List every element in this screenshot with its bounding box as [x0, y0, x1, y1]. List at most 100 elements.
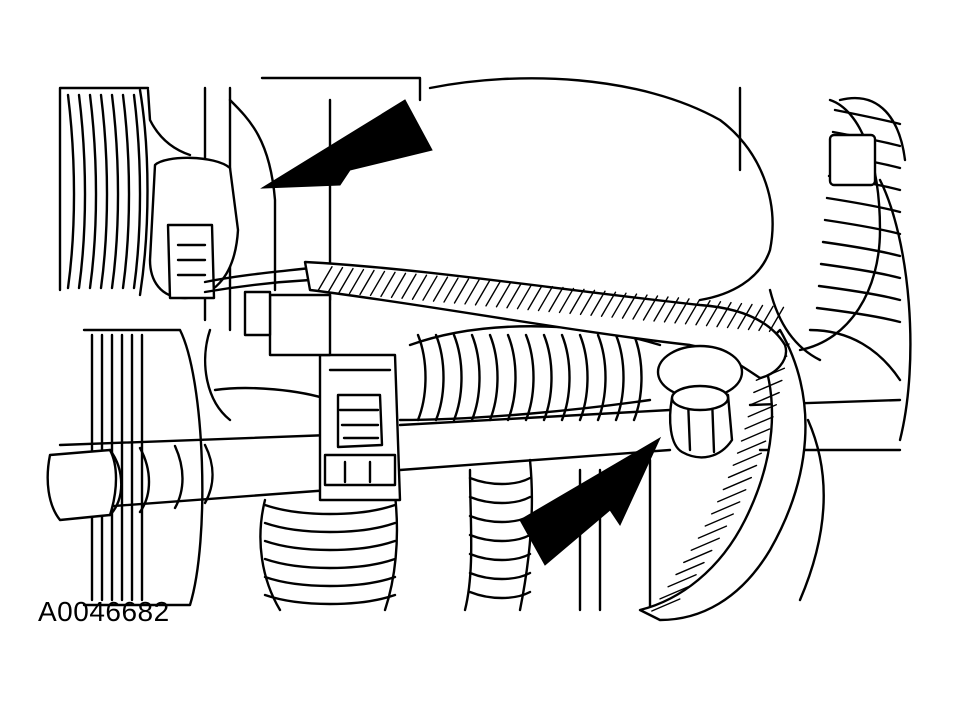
detail-line: [690, 537, 720, 551]
detail-line: [380, 271, 396, 298]
detail-line: [768, 306, 785, 333]
detail-line: [452, 333, 463, 422]
detail-line: [468, 476, 532, 486]
detail-line: [468, 590, 532, 600]
detail-line: [667, 574, 697, 588]
detail-line: [579, 289, 596, 316]
detail-line: [327, 266, 344, 293]
detail-line: [390, 272, 407, 299]
detail-line: [485, 281, 501, 307]
detail-line: [99, 93, 109, 290]
detail-line: [468, 552, 532, 562]
detail-line: [263, 575, 397, 588]
detail-line: [821, 240, 902, 258]
detail-line: [558, 287, 575, 314]
detail-line: [468, 571, 532, 581]
detail-line: [590, 290, 606, 316]
figure-label: A0046682: [38, 596, 170, 627]
detail-line: [736, 440, 767, 454]
detail-line: [653, 296, 669, 322]
detail-line: [744, 416, 774, 430]
detail-line: [621, 293, 638, 319]
detail-line: [659, 586, 689, 600]
detail-line: [506, 333, 517, 422]
detail-line: [722, 476, 753, 491]
detail-line: [411, 274, 428, 300]
detail-line: [726, 302, 743, 329]
detail-line: [683, 549, 713, 564]
detail-line: [711, 501, 741, 515]
detail-line: [359, 269, 375, 296]
connector: [146, 88, 240, 300]
detail-line: [263, 539, 397, 552]
detail-line: [263, 557, 397, 570]
detail-line: [468, 495, 532, 505]
detail-line: [516, 283, 533, 310]
detail-line: [537, 285, 554, 312]
detail-line: [338, 267, 354, 294]
detail-line: [488, 333, 499, 422]
detail-line: [684, 299, 701, 325]
middle-hose: [398, 325, 662, 422]
arrow-upper: [260, 99, 433, 189]
detail-line: [747, 304, 764, 331]
detail-line: [542, 333, 553, 422]
detail-line: [348, 268, 365, 295]
detail-line: [468, 533, 532, 543]
detail-line: [740, 428, 771, 442]
detail-line: [464, 279, 480, 305]
detail-line: [747, 404, 777, 418]
lower-left-hose: [259, 493, 399, 612]
detail-line: [263, 503, 397, 516]
detail-line: [737, 303, 753, 330]
detail-line: [506, 283, 522, 309]
detail-line: [416, 333, 427, 422]
center-bracket: [243, 290, 402, 502]
detail-line: [474, 280, 491, 306]
detail-line: [815, 306, 902, 324]
detail-line: [819, 262, 902, 280]
detail-line: [432, 276, 449, 302]
detail-line: [569, 288, 585, 315]
upper-right-hose: [768, 97, 907, 362]
engine-block: [203, 76, 912, 442]
detail-line: [110, 93, 120, 290]
detail-line: [560, 333, 571, 422]
detail-line: [132, 93, 142, 290]
detail-line: [600, 291, 617, 317]
detail-line: [823, 218, 902, 236]
detail-line: [695, 300, 711, 326]
detail-line: [77, 93, 87, 290]
detail-line: [705, 300, 722, 327]
detail-line: [527, 284, 543, 311]
detail-line: [66, 93, 76, 290]
detail-line: [548, 286, 564, 313]
detail-line: [825, 196, 902, 214]
detail-line: [750, 391, 780, 406]
detail-line: [732, 452, 762, 466]
detail-line: [614, 333, 625, 422]
detail-line: [697, 525, 728, 539]
wiring-harness: [203, 260, 788, 380]
harness-bolt: [656, 344, 744, 459]
detail-line: [470, 333, 481, 422]
detail-line: [263, 593, 397, 606]
detail-line: [817, 284, 902, 302]
detail-line: [704, 513, 734, 527]
detail-line: [674, 298, 690, 324]
upper-pulley: [58, 86, 150, 297]
detail-line: [675, 561, 705, 576]
detail-line: [443, 277, 459, 303]
detail-line: [651, 598, 681, 612]
detail-line: [632, 294, 648, 320]
detail-line: [88, 93, 98, 290]
detail-line: [642, 295, 659, 321]
detail-line: [524, 333, 535, 422]
detail-line: [422, 275, 438, 301]
detail-line: [453, 278, 470, 304]
detail-line: [717, 489, 747, 503]
detail-line: [401, 273, 417, 299]
detail-line: [611, 292, 627, 318]
